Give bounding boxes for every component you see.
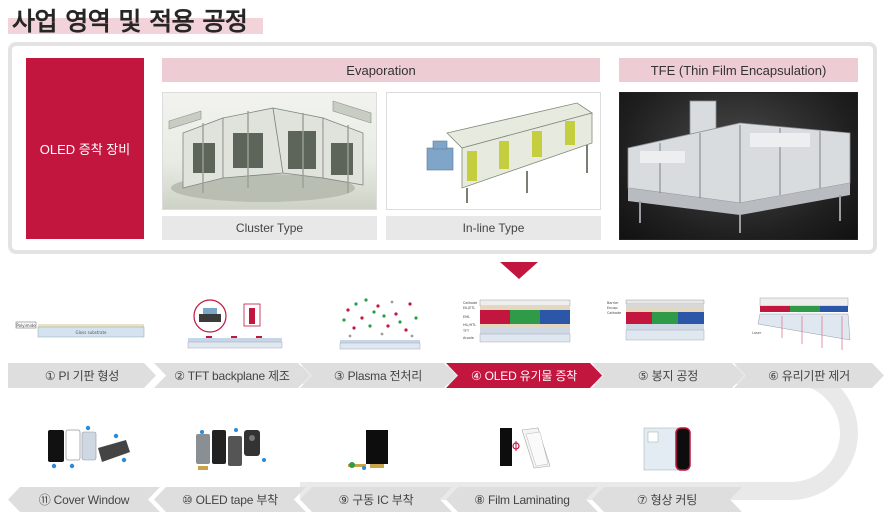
step-11-cover-window: ⑪ Cover Window — [8, 487, 160, 512]
step-4-oled-deposition: ④ OLED 유기물 증착 — [446, 363, 602, 388]
step-10-oled-tape: ⑩ OLED tape 부착 — [154, 487, 306, 512]
page-title-block: 사업 영역 및 적용 공정 — [8, 2, 272, 36]
step-6-glass-removal: ⑥ 유리기판 제거 — [734, 363, 884, 388]
equipment-category: OLED 증착 장비 — [26, 58, 144, 239]
layer-anode-label: Anode — [463, 336, 474, 340]
laser-label: Laser — [752, 331, 762, 335]
pi-tag-label: Polyimide — [16, 323, 36, 328]
shape-cutting-illustration — [640, 424, 700, 474]
plasma-diagram — [338, 296, 422, 352]
cluster-machine-illustration — [168, 100, 372, 202]
tfe-header-full: (Thin Film Encapsulation) — [678, 62, 827, 78]
layer-eil-label: EIL/ETL — [463, 306, 475, 310]
film-laminating-illustration — [494, 424, 554, 474]
layer-hil-label: HIL/HTL — [463, 323, 476, 327]
tfe-header-abbr: TFE — [650, 62, 676, 78]
driver-ic-illustration — [344, 426, 394, 474]
layer-cathode-label-5: Cathode — [607, 311, 621, 315]
oled-tape-illustration — [192, 424, 272, 474]
pi-substrate-diagram: Polyimide Glass substrate — [12, 310, 147, 350]
title-highlight — [8, 18, 263, 34]
step-8-film-laminating: ⑧ Film Laminating — [446, 487, 598, 512]
step-2-tft-backplane: ② TFT backplane 제조 — [154, 363, 310, 388]
encapsulation-diagram: Barrier Encap. Cathode — [606, 296, 706, 352]
tfe-image — [619, 92, 858, 240]
step-3-plasma: ③ Plasma 전처리 — [300, 363, 456, 388]
glass-removal-diagram: Laser — [752, 294, 857, 352]
layer-barrier-label: Barrier — [607, 301, 619, 305]
inline-type-caption: In-line Type — [386, 216, 601, 240]
step-7-shape-cutting: ⑦ 형상 커팅 — [592, 487, 742, 512]
step-9-driver-ic: ⑨ 구동 IC 부착 — [300, 487, 452, 512]
tfe-header: TFE (Thin Film Encapsulation) — [619, 58, 858, 82]
flow-down-arrow — [500, 262, 538, 279]
cover-window-illustration — [44, 424, 134, 474]
oled-deposition-diagram: Cathode EIL/ETL EML HIL/HTL TFT Anode — [462, 296, 572, 352]
layer-eml-label: EML — [463, 315, 470, 319]
layer-cathode-label: Cathode — [463, 301, 477, 305]
inline-type-image — [386, 92, 601, 210]
pi-base-label: Glass substrate — [75, 330, 107, 335]
step-5-encapsulation: ⑤ 봉지 공정 — [592, 363, 744, 388]
cluster-type-image — [162, 92, 377, 210]
tfe-machine-illustration — [627, 100, 851, 233]
page-title: 사업 영역 및 적용 공정 — [12, 7, 248, 36]
layer-encap-label: Encap. — [607, 306, 618, 310]
inline-machine-illustration — [426, 102, 593, 203]
cluster-type-caption: Cluster Type — [162, 216, 377, 240]
step-1-pi-substrate: ① PI 기판 형성 — [8, 363, 156, 388]
evaporation-header: Evaporation — [162, 58, 600, 82]
layer-tft-label: TFT — [462, 329, 470, 333]
tft-diagram — [186, 296, 284, 352]
